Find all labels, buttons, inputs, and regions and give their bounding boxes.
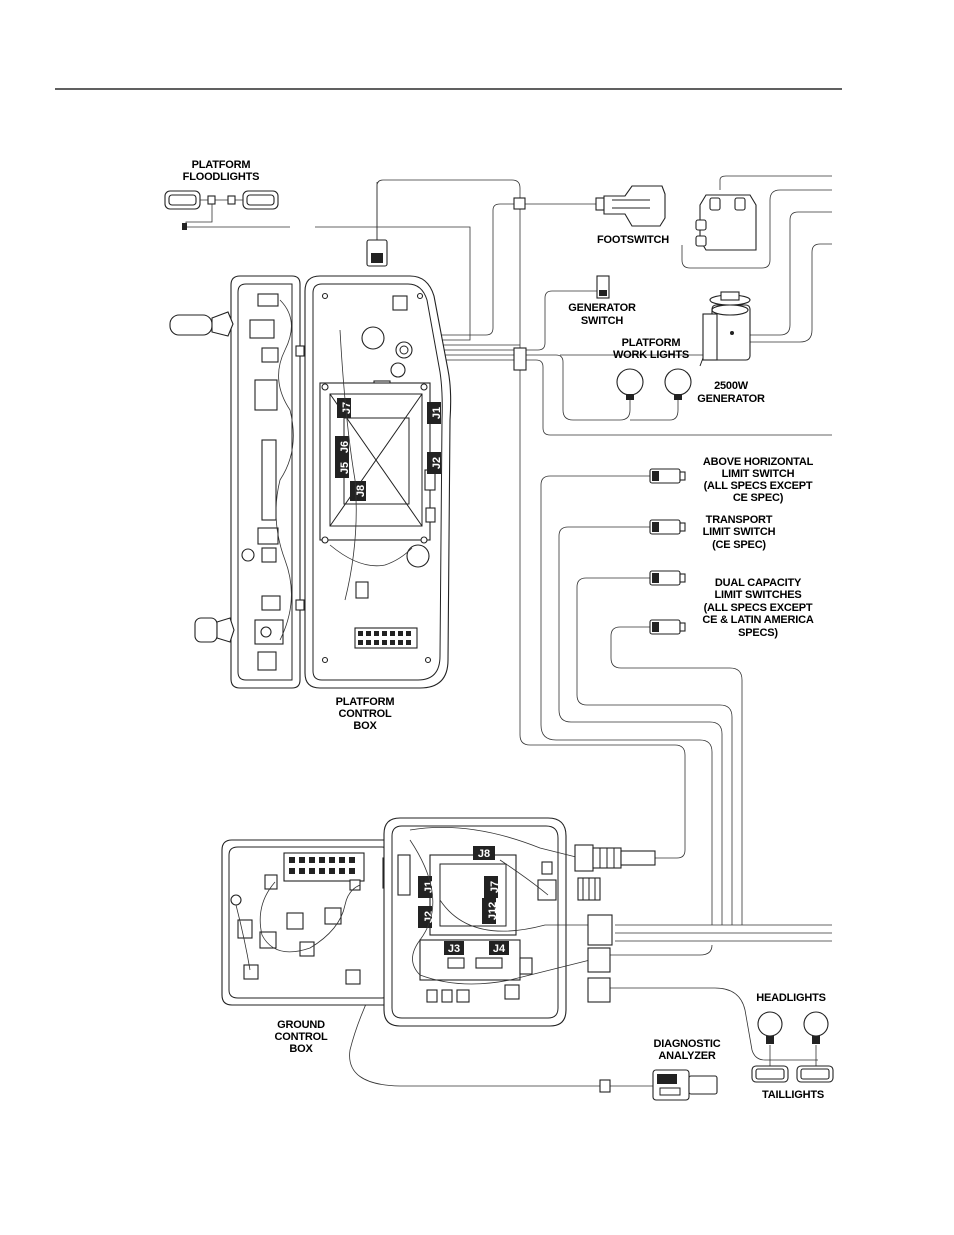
- label-generator-switch: GENERATOR SWITCH: [568, 302, 636, 327]
- svg-text:J8: J8: [355, 485, 367, 497]
- platform-work-lights: [616, 368, 692, 400]
- platform-connector-J2: J2: [427, 452, 443, 474]
- svg-text:CONTROL: CONTROL: [339, 708, 392, 720]
- label-platform-control-box: PLATFORM CONTROL BOX: [336, 696, 395, 732]
- taillights: [751, 1065, 834, 1083]
- ground-control-box: J8 J1 J7 J12 J2 J3 J4: [221, 817, 656, 1027]
- svg-text:CE & LATIN AMERICA: CE & LATIN AMERICA: [702, 614, 814, 626]
- svg-text:J5: J5: [339, 462, 351, 474]
- svg-text:J2: J2: [423, 911, 435, 923]
- svg-text:FLOODLIGHTS: FLOODLIGHTS: [183, 171, 260, 183]
- svg-text:CE SPEC): CE SPEC): [733, 492, 784, 504]
- label-2500w-generator: 2500W GENERATOR: [697, 380, 765, 405]
- svg-text:J3: J3: [448, 943, 460, 955]
- platform-connector-J1: J1: [427, 402, 443, 424]
- ground-connector-J3: J3: [444, 941, 464, 955]
- svg-text:(ALL SPECS EXCEPT: (ALL SPECS EXCEPT: [704, 602, 813, 614]
- svg-text:LIMIT SWITCH: LIMIT SWITCH: [722, 468, 795, 480]
- svg-text:2500W: 2500W: [714, 380, 749, 392]
- svg-text:J7: J7: [489, 881, 501, 893]
- svg-text:J4: J4: [493, 943, 506, 955]
- limit-switch-transport: [649, 519, 686, 535]
- svg-text:GENERATOR: GENERATOR: [568, 302, 636, 314]
- platform-connector-J7: J7: [337, 398, 353, 418]
- label-platform-work-lights: PLATFORM WORK LIGHTS: [613, 337, 689, 361]
- ground-connector-J8: J8: [473, 846, 495, 860]
- svg-text:J6: J6: [339, 441, 351, 453]
- svg-text:GROUND: GROUND: [277, 1019, 325, 1031]
- svg-text:CONTROL: CONTROL: [275, 1031, 328, 1043]
- label-headlights: HEADLIGHTS: [756, 992, 826, 1004]
- label-dual-capacity-limit-switches: DUAL CAPACITY LIMIT SWITCHES (ALL SPECS …: [702, 577, 814, 639]
- label-diagnostic-analyzer: DIAGNOSTIC ANALYZER: [653, 1038, 721, 1062]
- headlights: [757, 1011, 829, 1044]
- limit-switch-dual-capacity-1: [649, 570, 686, 586]
- svg-text:J1: J1: [423, 881, 435, 893]
- svg-text:DIAGNOSTIC: DIAGNOSTIC: [653, 1038, 720, 1050]
- svg-text:PLATFORM: PLATFORM: [622, 337, 681, 349]
- svg-text:BOX: BOX: [289, 1043, 313, 1055]
- svg-text:ABOVE HORIZONTAL: ABOVE HORIZONTAL: [703, 456, 814, 468]
- svg-text:ANALYZER: ANALYZER: [658, 1050, 716, 1062]
- label-above-horizontal-limit-switch: ABOVE HORIZONTAL LIMIT SWITCH (ALL SPECS…: [703, 456, 814, 504]
- generator-switch: [596, 275, 610, 299]
- ground-connector-J7: J7: [484, 876, 501, 898]
- platform-connector-J5: J5: [335, 458, 351, 478]
- svg-text:LIMIT SWITCHES: LIMIT SWITCHES: [714, 589, 801, 601]
- svg-text:J7: J7: [341, 402, 353, 414]
- svg-text:J12: J12: [487, 902, 499, 920]
- svg-text:GENERATOR: GENERATOR: [697, 393, 765, 405]
- svg-text:SPECS): SPECS): [738, 627, 778, 639]
- svg-text:WORK LIGHTS: WORK LIGHTS: [613, 349, 689, 361]
- platform-control-box: J7 J1 J6 J5 J2 J8: [169, 239, 452, 689]
- limit-switch-dual-capacity-2: [649, 619, 686, 635]
- svg-text:TAILLIGHTS: TAILLIGHTS: [762, 1089, 824, 1101]
- footswitch: [513, 185, 666, 227]
- platform-floodlights: [164, 190, 279, 230]
- svg-text:FOOTSWITCH: FOOTSWITCH: [597, 234, 669, 246]
- svg-text:PLATFORM: PLATFORM: [336, 696, 395, 708]
- svg-text:LIMIT SWITCH: LIMIT SWITCH: [703, 526, 776, 538]
- label-ground-control-box: GROUND CONTROL BOX: [275, 1019, 329, 1055]
- svg-text:HEADLIGHTS: HEADLIGHTS: [756, 992, 826, 1004]
- label-platform-floodlights: PLATFORM FLOODLIGHTS: [183, 159, 260, 183]
- svg-text:J8: J8: [478, 848, 490, 860]
- svg-text:J1: J1: [431, 407, 443, 419]
- wire-harness: [185, 175, 832, 1087]
- svg-text:DUAL CAPACITY: DUAL CAPACITY: [715, 577, 802, 589]
- svg-text:J2: J2: [431, 457, 443, 469]
- label-footswitch: FOOTSWITCH: [597, 234, 669, 246]
- label-transport-limit-switch: TRANSPORT LIMIT SWITCH (CE SPEC): [703, 514, 776, 551]
- svg-text:BOX: BOX: [353, 720, 377, 732]
- ground-connector-J12: J12: [482, 898, 499, 924]
- svg-text:PLATFORM: PLATFORM: [192, 159, 251, 171]
- svg-text:SWITCH: SWITCH: [581, 315, 623, 327]
- platform-connector-J6: J6: [335, 436, 351, 458]
- platform-connector-J8: J8: [350, 481, 367, 501]
- svg-text:(ALL SPECS EXCEPT: (ALL SPECS EXCEPT: [704, 480, 813, 492]
- ground-connector-J4: J4: [489, 941, 509, 955]
- generator-2500w: [513, 194, 757, 371]
- svg-text:(CE SPEC): (CE SPEC): [712, 539, 766, 551]
- svg-text:TRANSPORT: TRANSPORT: [706, 514, 773, 526]
- limit-switch-above-horizontal: [649, 468, 686, 484]
- label-taillights: TAILLIGHTS: [762, 1089, 824, 1101]
- diagnostic-analyzer: [599, 1069, 718, 1101]
